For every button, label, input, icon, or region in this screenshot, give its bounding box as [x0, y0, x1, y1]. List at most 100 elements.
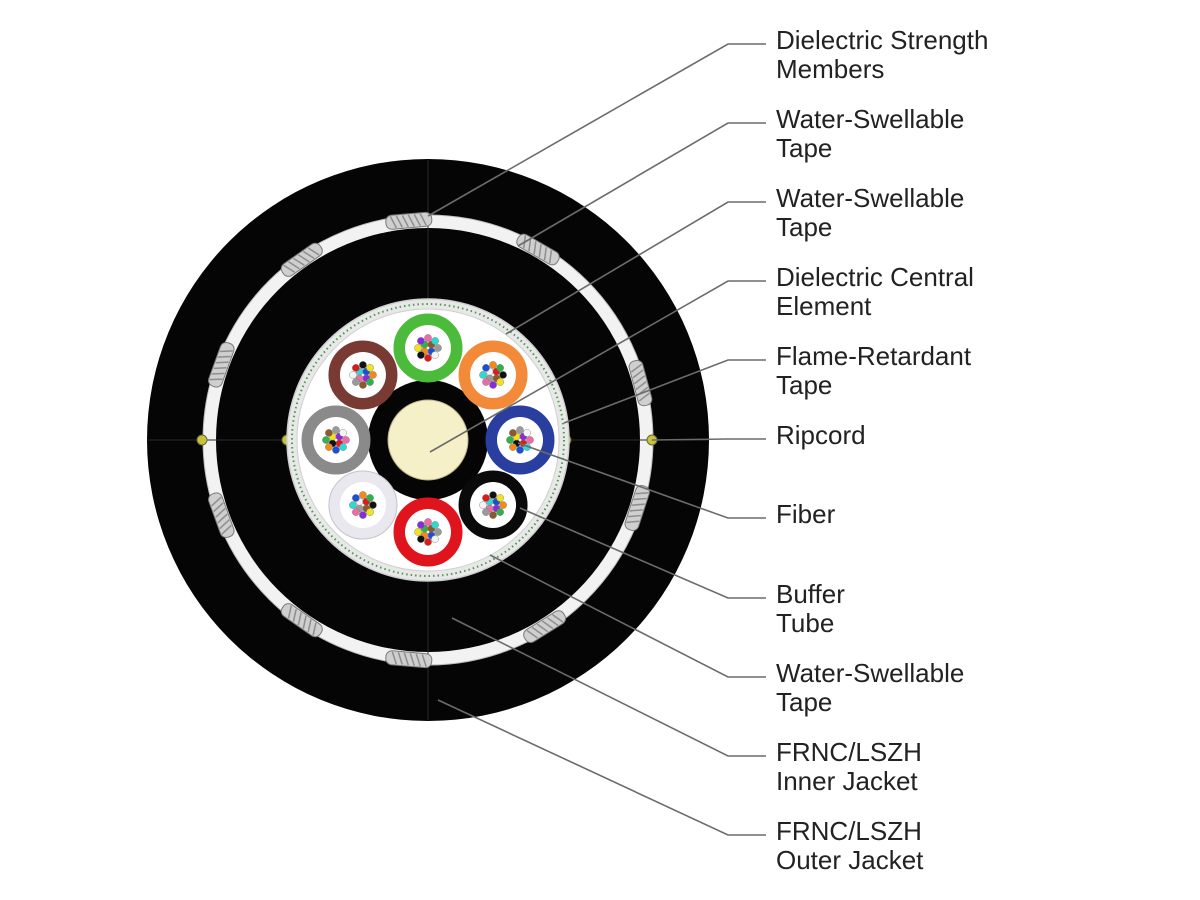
- strength-member-stripe: [391, 651, 398, 665]
- fiber: [489, 491, 497, 499]
- fiber: [506, 436, 514, 444]
- strength-member: [208, 492, 235, 539]
- strength-member-body: [280, 603, 323, 638]
- leader-lines: [427, 43, 766, 836]
- fiber: [352, 378, 360, 386]
- fiber: [417, 535, 425, 543]
- strength-member: [280, 242, 323, 277]
- buffer-tube-interior: [470, 351, 517, 398]
- label-ripcord: Ripcord: [776, 420, 866, 450]
- strength-member-stripe: [543, 247, 547, 261]
- fiber: [496, 508, 504, 516]
- fiber: [482, 364, 490, 372]
- strength-member-stripe: [552, 614, 564, 623]
- strength-member-stripe: [219, 350, 233, 353]
- dielectric-central-element: [387, 399, 469, 481]
- fiber: [359, 381, 367, 389]
- strength-member-stripe: [312, 622, 317, 636]
- leader-line: [429, 280, 766, 453]
- fiber: [366, 508, 374, 516]
- buffer-tube-interior: [405, 509, 451, 555]
- fiber: [332, 426, 340, 434]
- leader-line: [489, 554, 766, 678]
- fiber: [434, 344, 442, 352]
- strength-member: [385, 211, 433, 230]
- fiber: [417, 521, 425, 529]
- strength-member-body: [280, 242, 323, 277]
- strength-member-stripe: [297, 254, 310, 263]
- fiber: [332, 446, 340, 454]
- fiber: [482, 378, 490, 386]
- fiber: [482, 494, 490, 502]
- fiber: [509, 443, 517, 451]
- buffer-tube-interior: [405, 325, 451, 371]
- buffer-tube-interior: [313, 417, 359, 463]
- strength-member-stripe: [419, 213, 427, 226]
- strength-member-body: [385, 650, 433, 669]
- strength-member-stripe: [302, 615, 307, 629]
- fiber: [417, 337, 425, 345]
- strength-member-body: [208, 341, 235, 388]
- strength-member-stripe: [628, 514, 642, 518]
- fiber: [434, 528, 442, 536]
- strength-member-body: [516, 233, 560, 266]
- fiber: [526, 436, 534, 444]
- strength-member-stripe: [302, 250, 315, 260]
- fiber: [489, 381, 497, 389]
- strength-member-stripe: [288, 261, 300, 270]
- strength-member-stripe: [213, 502, 224, 513]
- fiber: [496, 364, 504, 372]
- strength-member-stripe: [638, 392, 650, 402]
- fiber: [523, 429, 531, 437]
- strength-member-body: [523, 610, 567, 643]
- strength-member-stripe: [536, 623, 549, 633]
- strength-member-stripe: [217, 355, 231, 358]
- fiber: [499, 501, 507, 509]
- strength-member-stripe: [283, 264, 295, 273]
- fiber: [369, 501, 377, 509]
- strength-member-stripe: [548, 250, 553, 264]
- strength-member-stripe: [395, 215, 404, 228]
- fiber: [424, 538, 432, 546]
- fiber: [424, 518, 432, 526]
- fiber: [431, 351, 439, 359]
- fiber: [431, 521, 439, 529]
- leader-line: [519, 507, 766, 599]
- buffer-tube-interior: [497, 417, 543, 463]
- strength-member-stripe: [407, 214, 415, 227]
- strength-member-stripe: [630, 363, 643, 373]
- strength-member-stripe: [631, 503, 645, 506]
- cable-cross-section: [147, 159, 709, 721]
- strength-member-stripe: [211, 372, 225, 375]
- strength-member-stripe: [209, 378, 223, 381]
- strength-member-stripe: [401, 214, 409, 228]
- fiber: [352, 364, 360, 372]
- strength-member-stripe: [221, 524, 232, 535]
- strength-member-stripe: [632, 369, 644, 379]
- strength-member-stripe: [415, 653, 421, 667]
- strength-member-stripe: [633, 375, 646, 385]
- fiber: [431, 535, 439, 543]
- fiber: [366, 364, 374, 372]
- label-fiber: Fiber: [776, 499, 836, 529]
- strength-member-stripe: [307, 619, 312, 633]
- leader-line: [517, 442, 766, 519]
- fiber: [325, 443, 333, 451]
- strength-member-stripe: [213, 367, 227, 370]
- fiber: [489, 511, 497, 519]
- fiber: [359, 511, 367, 519]
- fiber: [516, 426, 524, 434]
- fiber: [482, 508, 490, 516]
- strength-member: [208, 341, 235, 388]
- leader-line: [451, 617, 766, 757]
- fiber: [342, 436, 350, 444]
- strength-member-stripe: [297, 612, 302, 626]
- leader-line: [517, 122, 766, 247]
- fiber: [479, 371, 487, 379]
- strength-member-stripe: [403, 652, 409, 666]
